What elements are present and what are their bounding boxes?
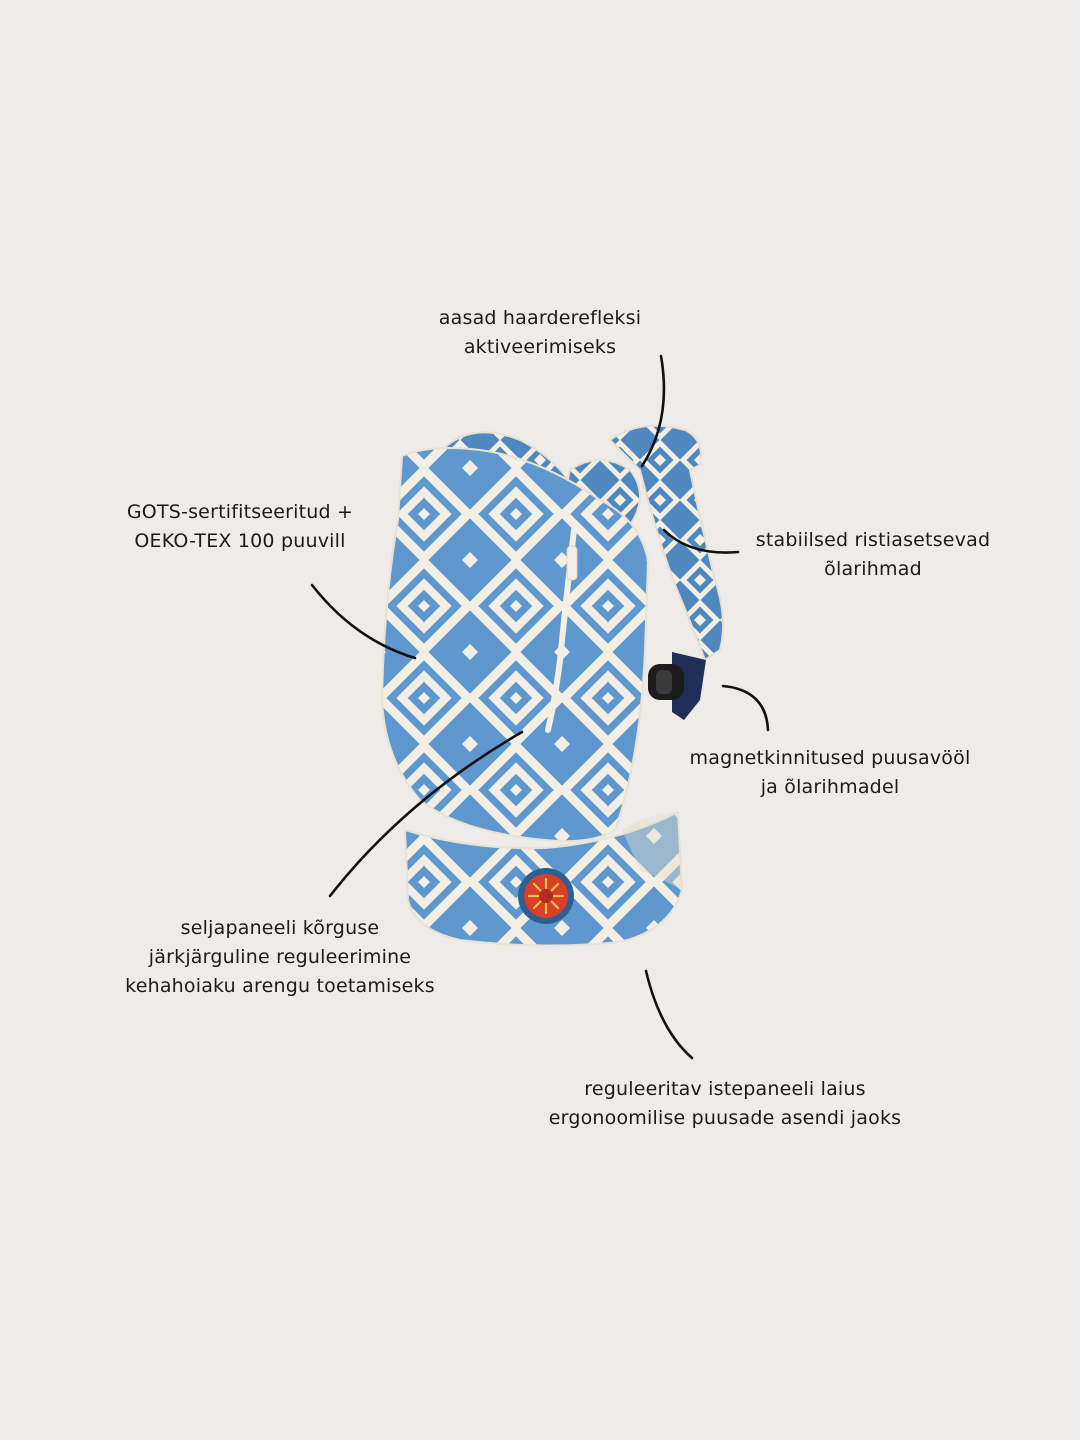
pointer-back-panel — [328, 730, 524, 898]
annotation-line: stabiilsed ristiasetsevad — [755, 529, 991, 551]
pointer-certification — [310, 583, 417, 660]
annotation-line: aktiveerimiseks — [463, 336, 617, 358]
annotation-line: GOTS-sertifitseeritud + — [126, 501, 354, 523]
annotation-line: reguleeritav istepaneeli laius — [584, 1078, 866, 1100]
pointer-magnets — [721, 684, 770, 732]
annotation-seat-panel: reguleeritav istepaneeli laius ergonoomi… — [515, 1075, 935, 1133]
annotation-line: aasad haarderefleksi — [438, 307, 642, 329]
annotation-grasp-loops: aasad haarderefleksi aktiveerimiseks — [400, 304, 680, 362]
annotation-certification: GOTS-sertifitseeritud + OEKO-TEX 100 puu… — [70, 498, 410, 556]
pointer-loops — [640, 354, 666, 468]
annotation-back-panel: seljapaneeli kõrguse järkjärguline regul… — [80, 914, 480, 1001]
annotation-line: ja õlarihmadel — [760, 776, 900, 798]
back-panel — [380, 447, 650, 843]
pointer-seat-panel — [644, 969, 694, 1060]
annotation-line: õlarihmad — [824, 558, 922, 580]
brand-logo-badge — [518, 868, 574, 924]
annotation-line: järkjärguline reguleerimine — [148, 946, 412, 968]
annotation-line: magnetkinnitused puusavööl — [689, 747, 971, 769]
annotation-line: kehahoiaku arengu toetamiseks — [125, 975, 435, 997]
annotation-shoulder-straps: stabiilsed ristiasetsevad õlarihmad — [728, 526, 1018, 584]
zipper-pull — [566, 545, 578, 581]
annotation-magnets: magnetkinnitused puusavööl ja õlarihmade… — [660, 744, 1000, 802]
annotation-line: seljapaneeli kõrguse — [180, 917, 380, 939]
annotation-line: ergonoomilise puusade asendi jaoks — [548, 1107, 902, 1129]
pointer-straps — [662, 528, 740, 554]
magnetic-buckle — [648, 652, 706, 720]
right-shoulder-strap — [608, 424, 724, 662]
annotation-line: OEKO-TEX 100 puuvill — [134, 530, 346, 552]
